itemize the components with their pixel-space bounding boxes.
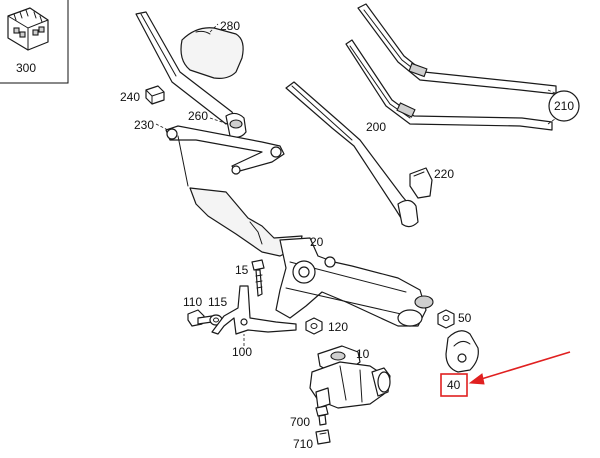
part-label-220: 220 [434, 167, 454, 181]
part-label-120: 120 [328, 320, 348, 334]
part-label-710: 710 [293, 437, 313, 451]
part-label-110: 110 [183, 295, 202, 309]
part-label-20: 20 [310, 235, 324, 249]
part-label-100: 100 [232, 345, 252, 359]
part-220-cap: 220 [409, 167, 454, 199]
part-240-cap: 240 [120, 85, 165, 105]
part-110-bolt: 110 [183, 295, 213, 327]
part-710-plug: 710 [293, 429, 331, 451]
part-230-linkage-rod: 230 [134, 118, 285, 187]
part-label-700: 700 [290, 415, 310, 429]
part-300-relay-drawing [7, 7, 49, 51]
part-label-260: 260 [188, 109, 208, 123]
part-15-bolt: 15 [235, 259, 265, 297]
part-label-15: 15 [235, 263, 249, 277]
part-40-highlight-box [440, 373, 468, 397]
part-700-screw: 700 [290, 405, 329, 429]
part-label-230: 230 [134, 118, 154, 132]
part-label-10: 10 [356, 347, 370, 361]
part-10-wiper-motor: 10 [309, 345, 391, 409]
part-280-cover: 280 [180, 19, 244, 79]
part-200-right-wiper-arm: 200 [285, 81, 419, 228]
part-210-callout-circle [548, 90, 580, 122]
part-300-inset-box: 300 [0, 0, 69, 84]
part-20-linkage-frame: 20 [189, 187, 434, 327]
part-100-bracket: 100 [211, 285, 297, 359]
part-label-210: 210 [554, 99, 574, 113]
part-label-200: 200 [366, 120, 386, 134]
part-50-nut: 50 [437, 309, 472, 329]
part-label-280: 280 [220, 19, 240, 33]
part-label-240: 240 [120, 90, 140, 104]
part-label-40: 40 [447, 378, 461, 392]
part-210-wiper-blades: 210 [345, 3, 580, 131]
part-label-50: 50 [458, 311, 472, 325]
part-label-300: 300 [16, 61, 36, 75]
part-120-nut: 120 [305, 317, 348, 335]
highlight-arrow [468, 351, 571, 385]
part-40-cap: 40 [440, 330, 571, 397]
part-label-115: 115 [208, 295, 227, 309]
